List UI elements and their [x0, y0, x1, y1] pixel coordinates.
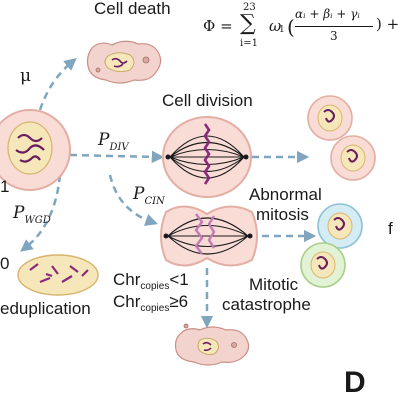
- p-div-sub: DIV: [109, 142, 129, 153]
- cell-death-label: Cell death: [94, 0, 171, 18]
- formula-open-paren: (: [287, 15, 295, 39]
- p-wgd-sub: WGD: [24, 215, 51, 226]
- dividing-cell-icon: [162, 116, 252, 198]
- formula-numerator: αᵢ + βᵢ + γᵢ: [295, 7, 360, 21]
- chr-line2-sub: copies: [140, 303, 170, 314]
- dead-cell-icon: [86, 40, 162, 84]
- p-cin-sub: CIN: [144, 196, 165, 207]
- p-cin-main: P: [133, 184, 145, 204]
- chr-line2-main: Chr: [113, 292, 141, 311]
- formula-weight: ω: [269, 17, 282, 35]
- phi-formula: Φ = 23 ∑ i=1 ω 1 ( αᵢ + βᵢ + γᵢ 3 ) +: [203, 2, 400, 52]
- chr-line1-cond: <1: [169, 270, 189, 289]
- chr-line1-sub: copies: [140, 281, 170, 292]
- dead-cell-icon: [174, 323, 250, 366]
- mitotic-catastrophe-label-line1: Mitotic: [249, 275, 299, 294]
- p-wgd-main: P: [13, 203, 25, 223]
- chr-copies-lt1-label: Chrcopies<1: [113, 270, 189, 292]
- edge-char-one: 1: [0, 177, 10, 196]
- cell-division-label: Cell division: [162, 91, 253, 110]
- abnormal-daughter-cell-icon: [300, 203, 363, 288]
- arrow-to-cell-death: [38, 58, 77, 111]
- formula-sum-upper: 23: [243, 2, 256, 13]
- edge-char-zero: 0: [0, 254, 10, 273]
- chr-copies-ge6-label: Chrcopies≥6: [113, 292, 189, 314]
- abnormal-mitosis-label-line1: Abnormal: [249, 185, 322, 204]
- polyploid-nucleus-icon: [17, 254, 99, 296]
- p-wgd-label: PWGD: [13, 203, 51, 226]
- arrow-wgd-loop: [20, 174, 62, 252]
- edge-char-f: f: [388, 219, 393, 238]
- p-cin-label: PCIN: [133, 184, 165, 207]
- formula-lhs: Φ =: [203, 17, 233, 35]
- arrow-to-cell-division: [69, 150, 165, 164]
- chr-line2-cond: ≥6: [169, 292, 189, 311]
- daughter-cell-icon: [307, 95, 376, 181]
- arrow-to-abnormal-division: [108, 174, 158, 226]
- abnormal-mitosis-label-line2: mitosis: [256, 205, 309, 224]
- mu-label: μ: [20, 66, 32, 86]
- mitotic-catastrophe-label-line2: catastrophe: [222, 295, 311, 314]
- formula-close: ) +: [376, 15, 400, 33]
- interphase-cell-icon: [0, 109, 71, 191]
- formula-sum-symbol: ∑: [240, 11, 256, 36]
- formula-fraction-bar: [295, 26, 373, 27]
- chr-line1-main: Chr: [113, 270, 141, 289]
- p-div-main: P: [98, 130, 110, 150]
- panel-letter: D: [344, 366, 366, 399]
- formula-denominator: 3: [330, 29, 338, 43]
- reduplication-label: eduplication: [0, 299, 91, 318]
- formula-sum-lower: i=1: [240, 38, 258, 49]
- p-div-label: PDIV: [98, 130, 129, 153]
- abnormal-dividing-cell-icon: [160, 205, 258, 267]
- formula-weight-sub: 1: [279, 25, 285, 35]
